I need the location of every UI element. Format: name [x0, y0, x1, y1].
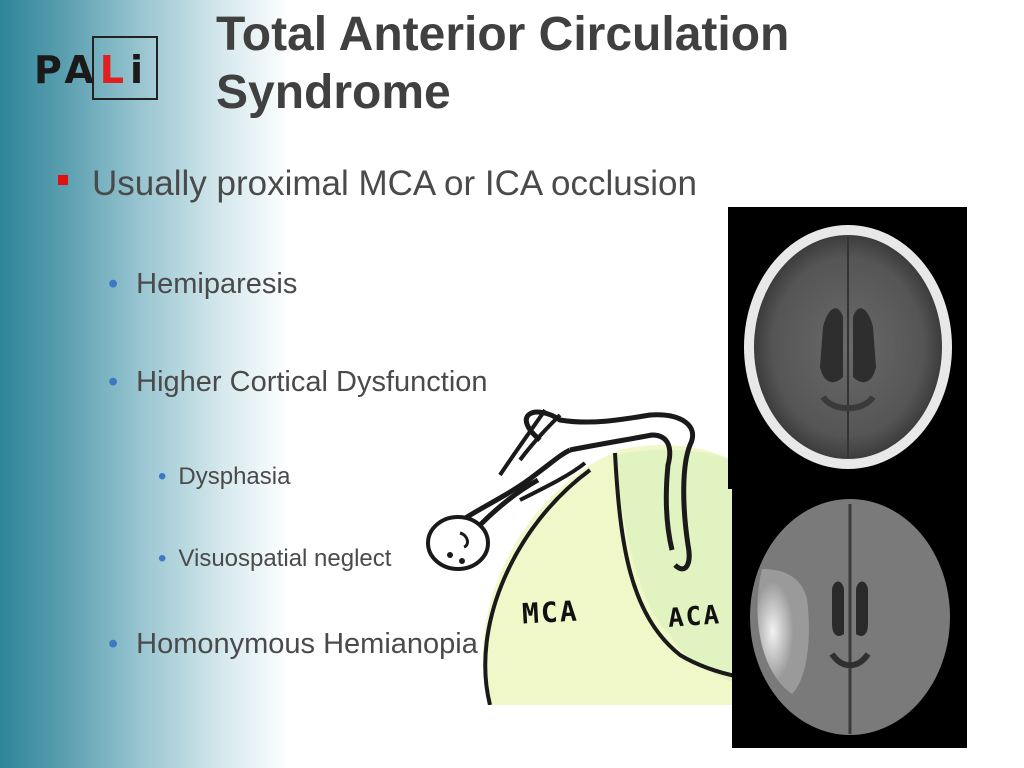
red-square-bullet-icon: [58, 174, 68, 185]
bullet-cortical: • Higher Cortical Dysfunction: [108, 366, 488, 399]
mca-label: MCA: [521, 594, 580, 631]
mca-aca-territory-drawing: [420, 405, 740, 705]
blue-dot-bullet-icon: •: [108, 268, 119, 300]
logo-letter-i: i: [130, 48, 150, 92]
blue-dot-bullet-icon: •: [108, 628, 119, 660]
logo-letters-pa: PA: [34, 48, 100, 92]
logo-letter-l: L: [99, 48, 130, 92]
background-gradient: [0, 0, 290, 768]
pali-logo: PALi: [30, 36, 170, 102]
bullet-dysphasia-text: Dysphasia: [178, 463, 291, 490]
bullet-hemianopia-text: Homonymous Hemianopia: [136, 628, 478, 660]
ct-scan-image: [728, 207, 967, 489]
bullet-hemiparesis-text: Hemiparesis: [136, 268, 298, 300]
bullet-dysphasia: • Dysphasia: [158, 463, 290, 491]
slide-title: Total Anterior Circulation Syndrome: [216, 8, 790, 119]
bullet-neglect-text: Visuospatial neglect: [178, 545, 392, 572]
bullet-hemiparesis: • Hemiparesis: [108, 268, 297, 301]
bullet-neglect: • Visuospatial neglect: [158, 545, 391, 573]
dwi-scan-image: [732, 489, 967, 748]
logo-box: [92, 36, 158, 100]
blue-dot-bullet-icon: •: [108, 366, 119, 398]
blue-dot-bullet-icon: •: [158, 463, 167, 490]
bullet-main: Usually proximal MCA or ICA occlusion: [58, 164, 697, 204]
bullet-hemianopia: • Homonymous Hemianopia: [108, 628, 478, 661]
bullet-cortical-text: Higher Cortical Dysfunction: [136, 366, 488, 398]
aca-label: ACA: [667, 600, 722, 634]
bullet-main-text: Usually proximal MCA or ICA occlusion: [92, 164, 697, 203]
blue-dot-bullet-icon: •: [158, 545, 167, 572]
